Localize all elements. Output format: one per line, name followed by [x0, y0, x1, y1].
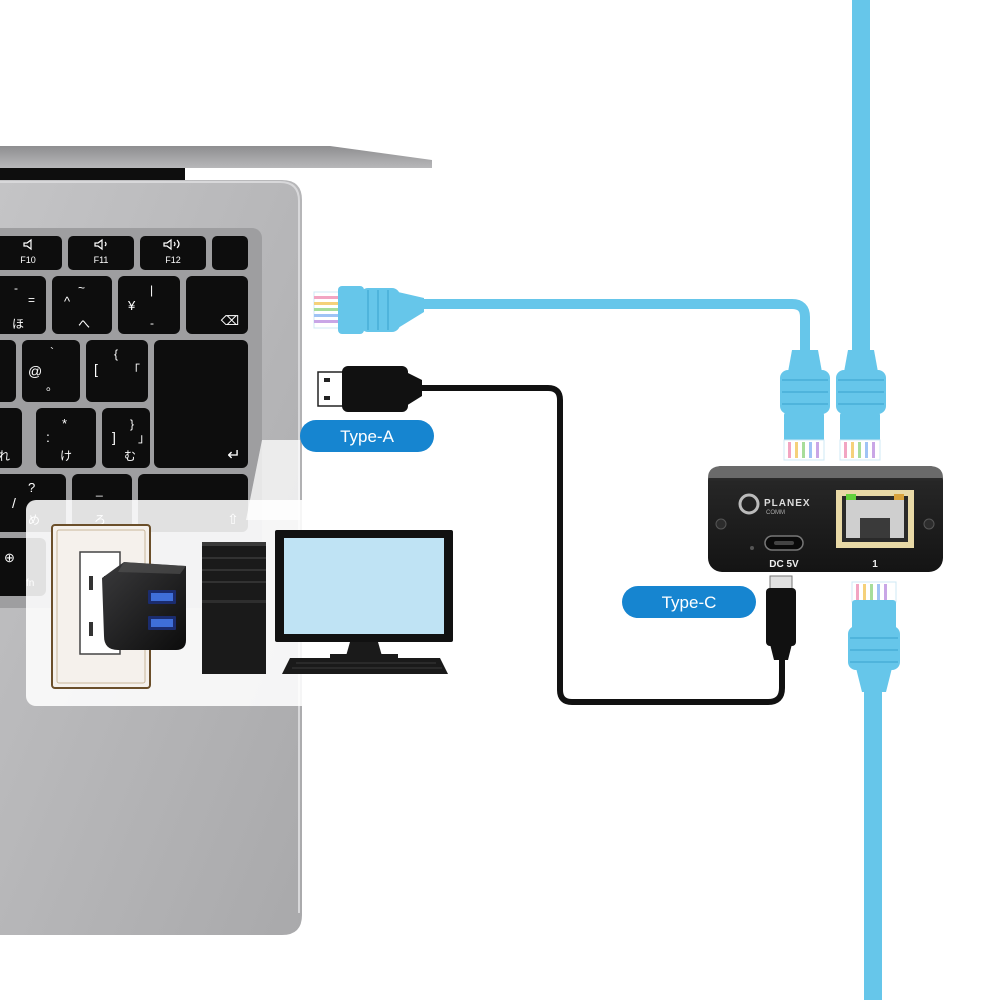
monitor-icon	[275, 530, 453, 658]
key-yen-main: ¥	[127, 298, 136, 313]
key-caret-kana: へ	[78, 317, 90, 331]
key-underscore-top: _	[95, 483, 103, 497]
power-label: DC 5V	[769, 559, 799, 570]
ethernet-cable-top	[313, 286, 830, 461]
brand-name: PLANEX	[764, 498, 811, 509]
globe-icon: ⊕	[4, 550, 15, 565]
key-colon-kana: け	[60, 449, 72, 463]
rj45-plug-icon	[780, 350, 830, 461]
brand-logo: PLANEX COMM	[738, 493, 811, 516]
key-f12: F12	[165, 255, 181, 265]
keyboard-icon	[282, 658, 448, 674]
key-f11: F11	[94, 255, 109, 265]
number-row: - = ほ ~ ^ へ | ¥ - ⌫	[0, 276, 248, 334]
key-f10: F10	[20, 255, 36, 265]
brand-sub: COMM	[766, 510, 785, 516]
key-left-kana-1: れ	[0, 449, 10, 463]
key-rbracket-main: ]	[112, 429, 116, 445]
usb-charger-icon	[102, 562, 186, 650]
key-caret-main: ^	[64, 294, 71, 309]
function-row: F10 F11 F12	[0, 236, 248, 270]
key-rbracket-top: }	[130, 417, 134, 431]
key-colon-top: *	[62, 416, 67, 431]
key-rbracket-kana: む	[124, 449, 136, 463]
key-yen-kana: -	[150, 316, 154, 330]
type-a-badge: Type-A	[300, 420, 434, 452]
key-slash-main: /	[12, 495, 16, 511]
usb-cable	[317, 366, 796, 705]
key-yen-top: |	[150, 283, 153, 297]
rj45-plug-icon	[313, 286, 424, 334]
volume-mid-icon	[94, 238, 107, 251]
power-source-callout	[26, 440, 481, 706]
lan-adapter-device: PLANEX COMM DC 5V 1	[708, 466, 943, 572]
rj45-plug-icon	[848, 581, 900, 692]
port-number: 1	[872, 559, 878, 570]
volume-low-icon	[23, 238, 32, 251]
laptop-lid	[0, 146, 432, 168]
usb-c-plug-icon	[766, 575, 796, 660]
ethernet-port	[836, 490, 914, 548]
ethernet-cable-bottom	[848, 581, 900, 1000]
return-icon: ↵	[227, 447, 240, 464]
key-caret-top: ~	[78, 281, 85, 295]
key-rbracket-kana2: 」	[138, 431, 150, 445]
key-colon-main: :	[46, 429, 50, 445]
key-slash-top: ?	[28, 480, 35, 495]
volume-high-icon	[163, 238, 180, 251]
key-minus-top: -	[14, 281, 18, 295]
ethernet-cable-network	[836, 0, 886, 461]
type-c-badge: Type-C	[622, 586, 756, 618]
type-c-label: Type-C	[662, 593, 717, 612]
delete-icon: ⌫	[221, 313, 239, 328]
type-a-label: Type-A	[340, 427, 395, 446]
key-at-kana: 。	[46, 379, 58, 393]
letter-row-1: ` @ 。 { [ 「 ↵	[0, 340, 248, 468]
key-bracket-kana: 「	[128, 363, 140, 377]
letter-row-2: れ * : け } ] 」 む	[0, 408, 150, 468]
key-minus-main: =	[28, 293, 35, 307]
usb-a-plug-icon	[317, 366, 422, 412]
pc-tower-icon	[202, 542, 266, 674]
key-at-top: `	[50, 345, 54, 359]
key-at-main: @	[28, 363, 42, 379]
key-bracket-main: [	[94, 361, 98, 377]
rj45-plug-icon	[836, 350, 886, 461]
key-minus-kana: ほ	[12, 317, 24, 331]
key-bracket-top: {	[114, 347, 118, 361]
